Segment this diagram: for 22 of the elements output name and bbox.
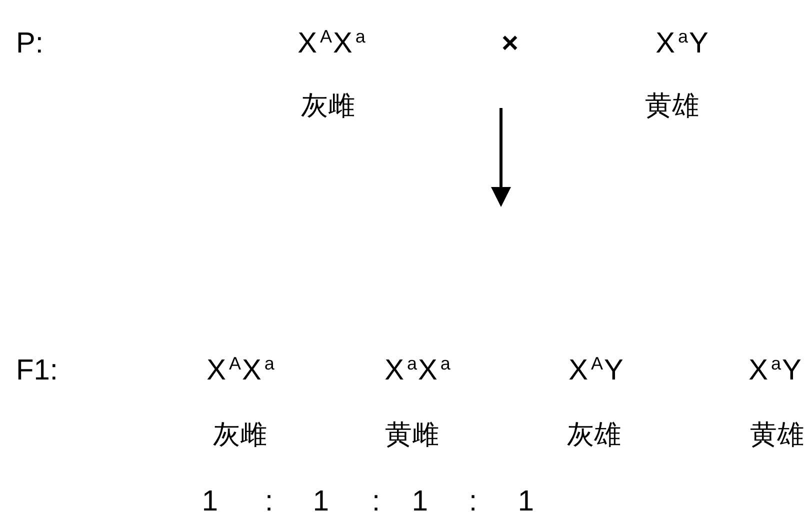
genotype-label: X$^{A}$X$^{a}$ bbox=[298, 30, 366, 58]
phenotype-label: 黄雄 bbox=[645, 92, 699, 120]
genotype-label: X$^{a}$X$^{a}$ bbox=[384, 356, 452, 386]
generation-label: P: bbox=[16, 30, 44, 58]
phenotype-label: 黄雄 bbox=[750, 422, 804, 448]
genotype-label: X$^{A}$Y bbox=[568, 356, 624, 386]
ratio-number: 1 bbox=[312, 488, 330, 514]
phenotype-label: 灰雄 bbox=[567, 422, 621, 448]
ratio-number: 1 bbox=[518, 488, 534, 514]
ratio-colon: : bbox=[468, 488, 478, 514]
genotype-label: X$^{a}$Y bbox=[748, 356, 802, 386]
genotype-label: X$^{A}$X$^{a}$ bbox=[206, 356, 276, 386]
ratio-colon: : bbox=[264, 488, 274, 514]
genotype-label: X$^{a}$Y bbox=[656, 30, 708, 58]
ratio-colon: : bbox=[372, 488, 380, 514]
cross-symbol: × bbox=[502, 30, 518, 58]
ratio-number: 1 bbox=[202, 488, 218, 514]
phenotype-label: 灰雌 bbox=[301, 92, 355, 120]
ratio-number: 1 bbox=[412, 488, 428, 514]
generation-label: F1: bbox=[16, 356, 58, 386]
phenotype-label: 黄雌 bbox=[385, 422, 439, 448]
phenotype-label: 灰雌 bbox=[213, 422, 267, 448]
